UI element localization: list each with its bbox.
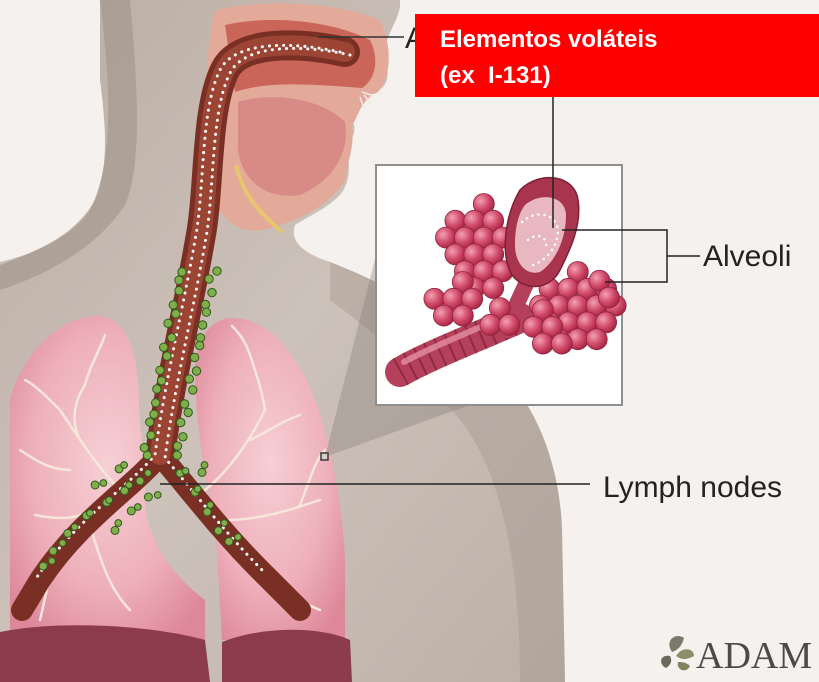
lymph-node <box>196 341 204 349</box>
leaf-shape-4 <box>678 662 690 670</box>
alveolus <box>433 305 454 326</box>
lymph-node <box>190 353 198 361</box>
lymph-node <box>152 399 160 407</box>
lymph-node <box>179 433 187 441</box>
leaf-shape-3 <box>661 656 671 668</box>
lymph-node <box>172 310 180 318</box>
lymph-node <box>189 386 197 394</box>
lymph-node <box>198 321 206 329</box>
lymph-node <box>100 480 107 487</box>
alveoli-label: Alveoli <box>703 240 791 273</box>
lymph-node <box>221 520 228 527</box>
lymph-node <box>157 377 165 385</box>
lymph-node <box>144 493 152 501</box>
lymph-node <box>175 276 183 284</box>
lymph-node <box>134 504 141 511</box>
lymph-nodes-label: Lymph nodes <box>603 471 782 504</box>
alveolus <box>532 333 553 354</box>
lymph-node <box>173 442 181 450</box>
lymph-node <box>225 538 233 546</box>
lymph-node <box>202 308 210 316</box>
lymph-node <box>175 287 183 295</box>
lymph-node <box>160 343 168 351</box>
alveolus <box>586 329 607 350</box>
lymph-node <box>168 334 176 342</box>
lymph-node <box>201 462 208 469</box>
lymph-node <box>49 558 56 565</box>
alveolus <box>598 287 619 308</box>
lymph-node <box>143 451 151 459</box>
right-diaphragm <box>222 630 352 682</box>
lymph-node <box>146 418 154 426</box>
lymph-node <box>136 477 144 485</box>
lymph-node <box>154 492 161 499</box>
lymph-node <box>106 497 113 504</box>
leaf-shape-2 <box>676 649 694 659</box>
lymph-node <box>208 288 216 296</box>
lymph-node <box>203 508 211 516</box>
lymph-node <box>111 526 119 534</box>
leaf-shape-1 <box>669 636 684 652</box>
lymph-node <box>201 300 209 308</box>
lymph-node <box>150 410 158 418</box>
lymph-node <box>184 408 192 416</box>
lymph-node <box>214 527 222 535</box>
lymph-node <box>87 510 94 517</box>
lymph-node <box>196 334 204 342</box>
lymph-node <box>185 375 193 383</box>
callout-line-1: Elementos voláteis <box>440 22 819 58</box>
leaf-icon <box>661 636 694 670</box>
lymph-node <box>153 385 161 393</box>
lymph-node <box>121 462 128 469</box>
lymph-node <box>177 418 185 426</box>
lymph-node <box>91 481 99 489</box>
lymph-node <box>173 451 181 459</box>
lymph-node <box>169 301 177 309</box>
lymph-node <box>64 529 72 537</box>
callout-box: Elementos voláteis (ex I-131) <box>415 14 819 97</box>
inset-pointer-dot <box>321 453 328 460</box>
lymph-node <box>59 540 66 547</box>
lymph-node <box>126 482 133 489</box>
alveolus <box>480 314 501 335</box>
lymph-node <box>178 268 186 276</box>
lymph-node <box>49 547 57 555</box>
lymph-node <box>198 468 206 476</box>
alveolus <box>452 305 473 326</box>
lymph-node <box>207 502 214 509</box>
lymph-node <box>145 470 152 477</box>
alveolus <box>483 278 504 299</box>
lymph-node <box>147 431 155 439</box>
adam-logo: ADAM <box>661 635 812 677</box>
callout-line-2: (ex I-131) <box>440 58 819 94</box>
lymph-node <box>163 352 171 360</box>
lymph-node <box>213 267 221 275</box>
lymph-node <box>156 366 164 374</box>
lymph-node <box>192 367 200 375</box>
lymph-node <box>180 400 188 408</box>
lymph-node <box>71 524 78 531</box>
lymph-node <box>115 520 122 527</box>
lymph-node <box>182 468 189 475</box>
lymph-node <box>164 319 172 327</box>
lymph-node <box>205 275 213 283</box>
alveolus <box>499 314 520 335</box>
lymph-node <box>235 534 242 541</box>
lymph-node <box>39 562 47 570</box>
logo-text: ADAM <box>696 635 812 677</box>
alveolus <box>551 333 572 354</box>
lymph-node <box>194 486 201 493</box>
